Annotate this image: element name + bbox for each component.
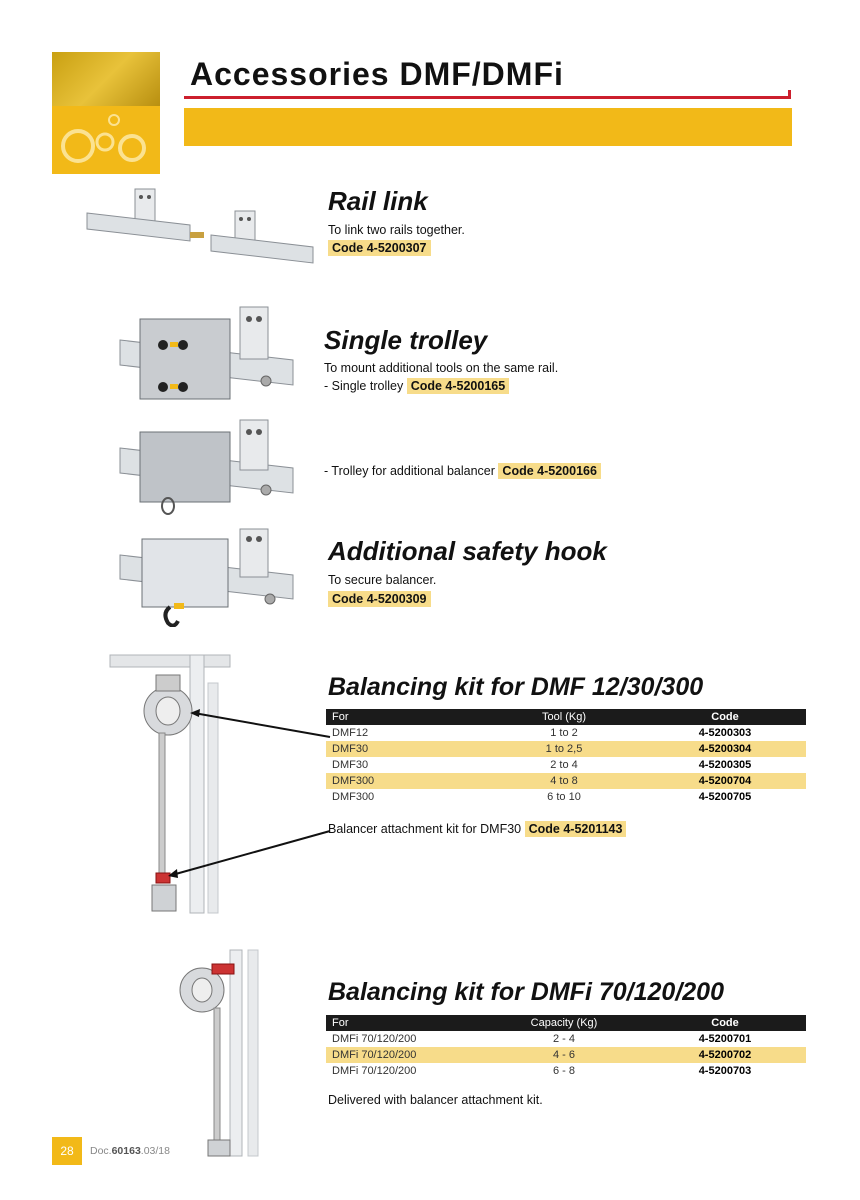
dmfi-col-code: Code bbox=[644, 1015, 806, 1031]
dmfi-balancer-image bbox=[179, 949, 259, 1157]
trolley-balancer-text: - Trolley for additional balancer bbox=[324, 464, 495, 478]
dmfi-cell-capacity: 4 - 6 bbox=[484, 1047, 644, 1063]
dmfi-cell-code: 4-5200701 bbox=[698, 1033, 752, 1045]
dmf-attach-text: Balancer attachment kit for DMF30 bbox=[328, 822, 522, 836]
dmfi-kit-title: Balancing kit for DMFi 70/120/200 bbox=[328, 978, 724, 1006]
dmf-cell-for: DMF300 bbox=[332, 791, 375, 803]
tool-photo-image bbox=[52, 52, 160, 106]
dmfi-cell-code: 4-5200703 bbox=[698, 1065, 752, 1077]
dmf-cell-tool: 1 to 2 bbox=[550, 727, 578, 739]
table-row: DMF30 2 to 4 4-5200305 bbox=[326, 757, 806, 773]
dmfi-col-for: For bbox=[326, 1015, 484, 1031]
dmf-cell-tool: 2 to 4 bbox=[550, 759, 578, 771]
dmf-balancer-image bbox=[109, 654, 331, 914]
single-trolley-desc: To mount additional tools on the same ra… bbox=[324, 361, 559, 375]
rail-link-code: Code 4-5200307 bbox=[328, 240, 431, 256]
page-title: Accessories DMF/DMFi bbox=[190, 56, 564, 92]
dmf-kit-title: Balancing kit for DMF 12/30/300 bbox=[328, 673, 704, 701]
dmfi-kit-table: For Capacity (Kg) Code DMFi 70/120/200 2… bbox=[326, 1015, 806, 1079]
title-underline bbox=[184, 96, 790, 99]
dmfi-cell-for: DMFi 70/120/200 bbox=[332, 1033, 417, 1045]
dmf-cell-code: 4-5200705 bbox=[698, 791, 752, 803]
dmf-col-code: Code bbox=[644, 709, 806, 725]
single-trolley-line1: - Single trolley Code 4-5200165 bbox=[324, 378, 510, 394]
dmf-kit-table: For Tool (Kg) Code DMF12 1 to 2 4-520030… bbox=[326, 709, 806, 805]
table-row: DMF300 6 to 10 4-5200705 bbox=[326, 789, 806, 805]
dmfi-cell-capacity: 6 - 8 bbox=[552, 1065, 575, 1077]
safety-hook-desc: To secure balancer. bbox=[328, 573, 437, 587]
single-trolley-line1-text: - Single trolley bbox=[324, 379, 404, 393]
trolley-balancer-code: Code 4-5200166 bbox=[498, 463, 601, 479]
safety-hook-code-highlight: Code 4-5200309 bbox=[328, 591, 431, 607]
trolley-balancer-line: - Trolley for additional balancer Code 4… bbox=[324, 463, 601, 479]
dmfi-cell-code: 4-5200702 bbox=[644, 1047, 806, 1063]
dmfi-note: Delivered with balancer attachment kit. bbox=[328, 1093, 543, 1107]
dmf-cell-tool: 6 to 10 bbox=[547, 791, 581, 803]
rail-link-code-highlight: Code 4-5200307 bbox=[328, 240, 431, 256]
dmf-cell-for: DMF12 bbox=[332, 727, 369, 739]
dmf-cell-for: DMF30 bbox=[332, 759, 369, 771]
dmf-cell-code: 4-5200303 bbox=[698, 727, 752, 739]
dmf-col-for: For bbox=[326, 709, 484, 725]
doc-suffix: .03/18 bbox=[140, 1145, 170, 1157]
dmf-attach-line: Balancer attachment kit for DMF30 Code 4… bbox=[328, 821, 627, 837]
safety-hook-image bbox=[119, 528, 294, 627]
safety-hook-title: Additional safety hook bbox=[328, 536, 607, 566]
header-logo-block bbox=[52, 52, 160, 174]
table-row: DMF30 1 to 2,5 4-5200304 bbox=[326, 741, 806, 757]
rail-link-title: Rail link bbox=[328, 186, 428, 216]
document-reference: Doc.60163.03/18 bbox=[90, 1145, 170, 1157]
single-trolley-code: Code 4-5200165 bbox=[406, 378, 510, 394]
dmf-table-header: For Tool (Kg) Code bbox=[326, 709, 806, 725]
balancer-trolley-image bbox=[119, 419, 294, 515]
doc-prefix: Doc. bbox=[90, 1145, 112, 1157]
dmfi-cell-for: DMFi 70/120/200 bbox=[326, 1047, 484, 1063]
dmf-cell-tool: 1 to 2,5 bbox=[484, 741, 644, 757]
single-trolley-image bbox=[119, 306, 294, 400]
dmf-cell-code: 4-5200304 bbox=[644, 741, 806, 757]
rail-link-desc: To link two rails together. bbox=[328, 223, 465, 237]
dmf-cell-for: DMF300 bbox=[326, 773, 484, 789]
dmf-cell-code: 4-5200305 bbox=[698, 759, 752, 771]
title-underline-tick bbox=[788, 90, 791, 99]
table-row: DMFi 70/120/200 4 - 6 4-5200702 bbox=[326, 1047, 806, 1063]
safety-hook-code: Code 4-5200309 bbox=[328, 591, 431, 607]
page-number: 28 bbox=[52, 1137, 82, 1165]
table-row: DMF300 4 to 8 4-5200704 bbox=[326, 773, 806, 789]
doc-number: 60163 bbox=[111, 1145, 141, 1157]
rings-decoration-icon bbox=[61, 114, 146, 163]
dmfi-cell-capacity: 2 - 4 bbox=[552, 1033, 575, 1045]
rail-link-image bbox=[86, 188, 314, 264]
header-yellow-band bbox=[184, 108, 792, 146]
single-trolley-title: Single trolley bbox=[324, 325, 488, 355]
dmfi-col-capacity: Capacity (Kg) bbox=[484, 1015, 644, 1031]
dmf-attach-code: Code 4-5201143 bbox=[524, 821, 627, 837]
dmfi-cell-for: DMFi 70/120/200 bbox=[332, 1065, 417, 1077]
dmf-cell-tool: 4 to 8 bbox=[484, 773, 644, 789]
dmfi-table-header: For Capacity (Kg) Code bbox=[326, 1015, 806, 1031]
table-row: DMF12 1 to 2 4-5200303 bbox=[326, 725, 806, 741]
dmf-cell-for: DMF30 bbox=[326, 741, 484, 757]
table-row: DMFi 70/120/200 2 - 4 4-5200701 bbox=[326, 1031, 806, 1047]
dmf-cell-code: 4-5200704 bbox=[644, 773, 806, 789]
table-row: DMFi 70/120/200 6 - 8 4-5200703 bbox=[326, 1063, 806, 1079]
dmf-col-tool: Tool (Kg) bbox=[484, 709, 644, 725]
